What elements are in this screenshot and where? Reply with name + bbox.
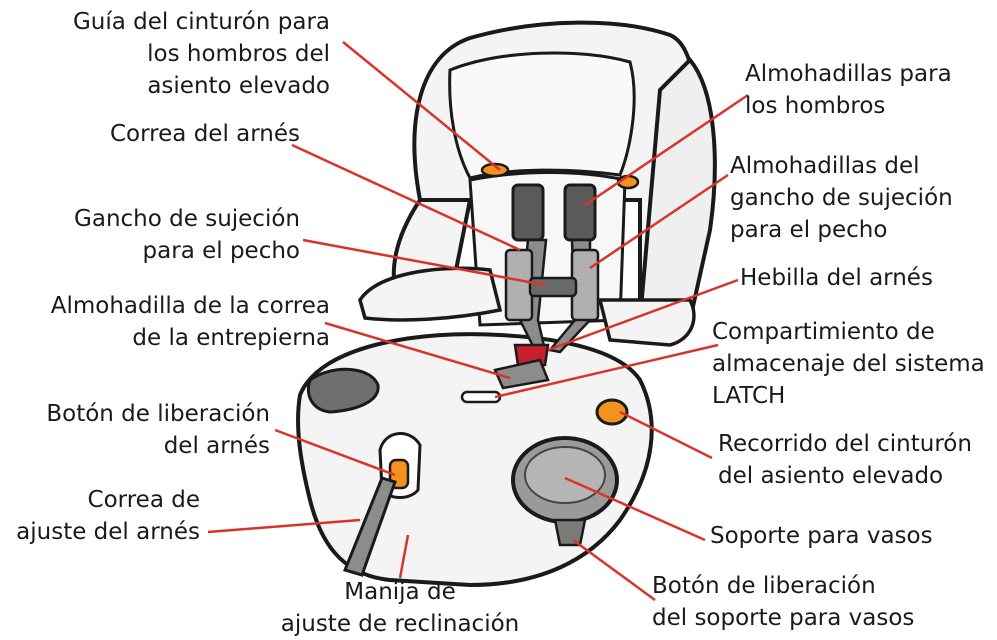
leader-cup-holder (564, 476, 706, 542)
shoulder-belt-guide-left (480, 162, 510, 178)
label-booster-belt-path: Recorrido del cinturón del asiento eleva… (718, 431, 972, 489)
label-crotch-strap-pad: Almohadilla de la correa de la entrepier… (50, 293, 330, 351)
label-harness-buckle: Hebilla del arnés (740, 265, 933, 291)
label-harness-adjust-strap: Correa de ajuste del arnés (16, 487, 200, 545)
leader-shoulder-belt-guide (342, 41, 501, 171)
chest-clip-pad-left (504, 248, 534, 322)
label-chest-clip: Gancho de sujeción para el pecho (74, 206, 300, 264)
leader-harness-strap (291, 143, 521, 252)
crotch-strap-pad (493, 358, 550, 390)
label-shoulder-pads: Almohadillas para los hombros (745, 61, 952, 119)
label-recline-handle: Manija de ajuste de reclinación (280, 579, 520, 637)
booster-belt-path (595, 398, 629, 426)
label-chest-clip-pads: Almohadillas del gancho de sujeción para… (730, 153, 953, 243)
armrest-right (597, 298, 696, 347)
shoulder-pad-left (511, 183, 545, 242)
leader-booster-belt-path (619, 410, 713, 460)
cup-holder-release-button[interactable] (553, 518, 587, 547)
shoulder-pad-right (563, 183, 597, 242)
chest-clip[interactable] (528, 276, 578, 298)
label-cup-holder-release: Botón de liberación del soporte para vas… (652, 573, 915, 631)
label-latch-storage: Compartimiento de almacenaje del sistema… (712, 319, 985, 409)
leader-harness-release-button (274, 428, 396, 477)
label-harness-strap: Correa del arnés (110, 121, 300, 147)
leader-recline-handle (398, 534, 410, 579)
leader-cup-holder-release (572, 538, 656, 602)
leader-crotch-strap-pad (324, 321, 511, 380)
label-cup-holder: Soporte para vasos (710, 523, 933, 549)
leader-harness-adjust-strap (207, 518, 361, 534)
leader-harness-buckle (547, 278, 739, 352)
label-harness-release-button: Botón de liberación del arnés (46, 401, 270, 459)
left-side-bump (306, 367, 380, 414)
armrest-left (358, 266, 503, 322)
leader-chest-clip-pads (589, 173, 729, 270)
headrest-inner (448, 51, 636, 180)
harness-adjust-strap[interactable] (342, 476, 397, 577)
leader-lines (207, 41, 749, 602)
label-shoulder-belt-guide: Guía del cinturón para los hombros del a… (72, 9, 330, 99)
leader-latch-storage (494, 343, 719, 399)
leader-chest-clip (302, 238, 546, 287)
backrest-wing-right (637, 57, 717, 322)
latch-compartment[interactable] (460, 390, 502, 404)
leader-shoulder-pads (584, 93, 749, 207)
cup-holder-inner (524, 446, 606, 504)
